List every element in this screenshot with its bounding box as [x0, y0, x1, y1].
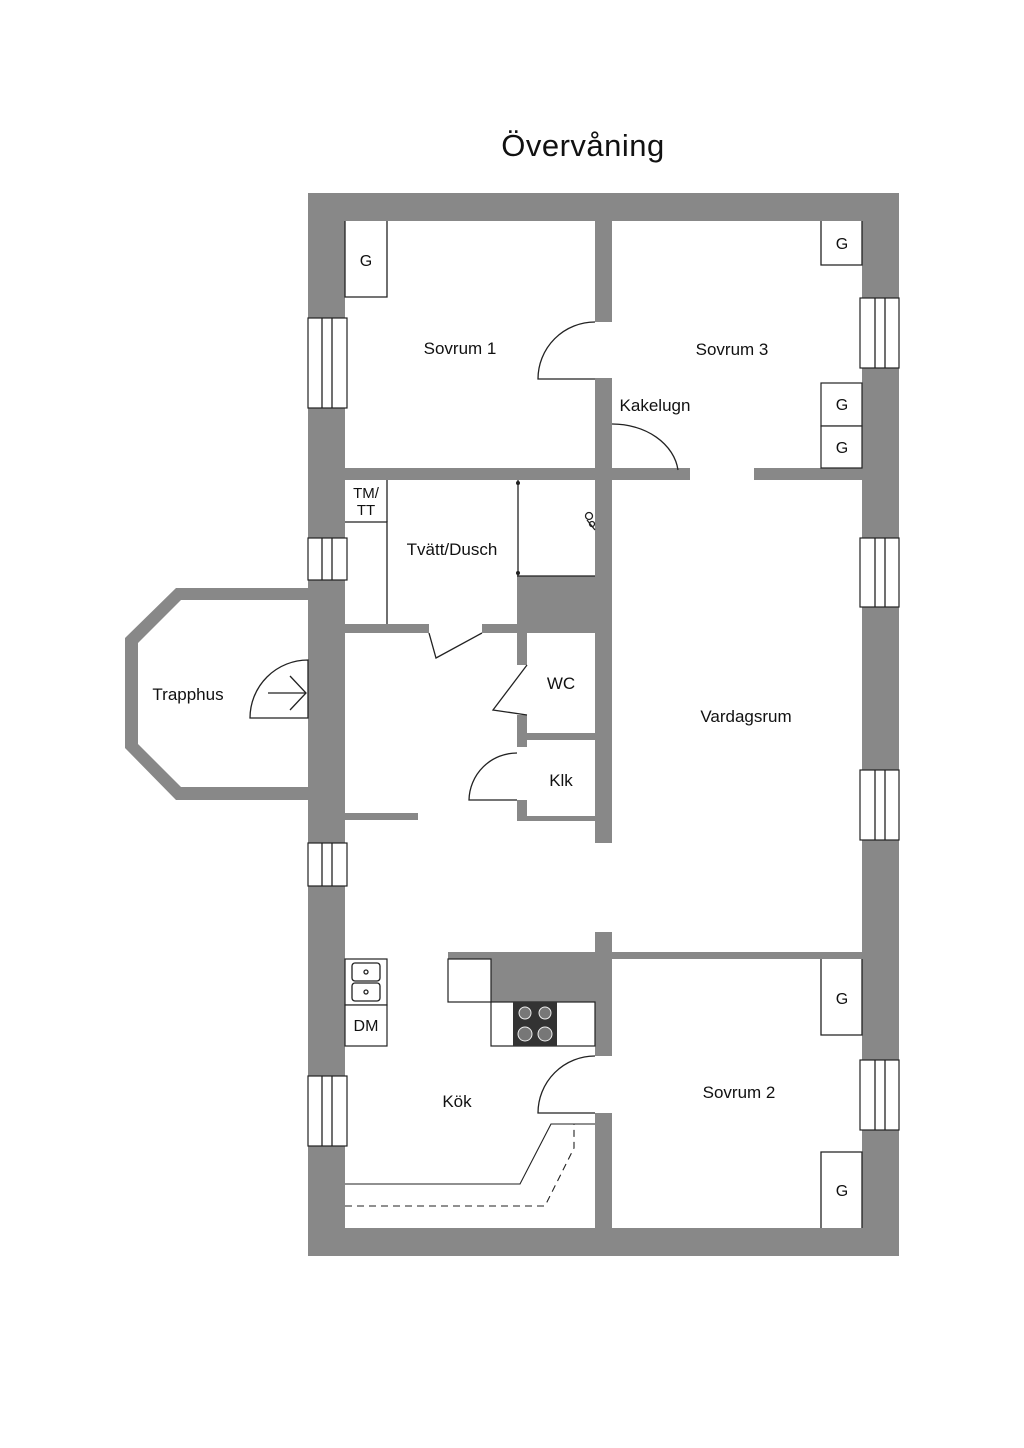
stove-icon — [513, 1002, 557, 1046]
door-wc — [491, 664, 528, 716]
window-right-1 — [859, 297, 900, 369]
sink-icon — [351, 962, 381, 1002]
windows — [307, 297, 900, 1147]
window-left-4 — [307, 1075, 348, 1147]
wardrobe-label: G — [836, 440, 848, 457]
plan-title: Övervåning — [501, 128, 665, 163]
room-label-sovrum1: Sovrum 1 — [424, 339, 497, 358]
room-label-sovrum3: Sovrum 3 — [696, 340, 769, 359]
stairwell — [125, 588, 345, 800]
counter-upper — [447, 958, 492, 1003]
window-right-2 — [859, 537, 900, 608]
room-label-trapphus: Trapphus — [152, 685, 223, 704]
door-klk — [468, 752, 518, 801]
wardrobe-label: G — [836, 397, 848, 414]
door-entrance — [249, 659, 309, 719]
room-label-kok: Kök — [442, 1092, 472, 1111]
wardrobe-label: G — [836, 991, 848, 1008]
room-labels: Sovrum 1 Sovrum 3 Kakelugn Tvätt/Dusch T… — [152, 339, 791, 1111]
room-label-vardagsrum: Vardagsrum — [700, 707, 791, 726]
wardrobe-label: G — [836, 236, 848, 253]
room-label-kakelugn: Kakelugn — [620, 396, 691, 415]
window-left-2 — [307, 537, 348, 581]
room-label-sovrum2: Sovrum 2 — [703, 1083, 776, 1102]
wardrobe-labels: G G G G G G — [360, 236, 848, 1200]
window-right-3 — [859, 769, 900, 841]
kitchen-fixtures — [344, 958, 596, 1207]
door-tvatt — [428, 632, 483, 659]
wardrobe-label: G — [836, 1183, 848, 1200]
label-tmtt-1: TM/ — [353, 485, 380, 502]
shower-head-icon — [584, 511, 596, 531]
doors — [249, 321, 679, 1114]
door-kakelugn — [611, 423, 679, 471]
kitchen-bench-dashed — [345, 1123, 595, 1185]
window-left-1 — [307, 317, 348, 409]
bathroom-fixtures — [345, 480, 596, 624]
room-label-wc: WC — [547, 674, 575, 693]
room-label-tvatt-dusch: Tvätt/Dusch — [407, 540, 498, 559]
label-dm: DM — [354, 1018, 379, 1035]
door-sovrum1 — [537, 321, 596, 380]
window-left-3 — [307, 842, 348, 887]
door-kok — [537, 1055, 596, 1114]
wardrobe-label: G — [360, 253, 372, 270]
wardrobes — [344, 221, 863, 1228]
room-label-klk: Klk — [549, 771, 573, 790]
interior-walls — [345, 221, 862, 1228]
entrance-arrow-icon — [268, 675, 307, 711]
label-tmtt-2: TT — [357, 502, 375, 519]
counter-sink — [344, 958, 388, 1006]
dishwasher — [344, 1004, 388, 1047]
window-right-4 — [859, 1059, 900, 1131]
